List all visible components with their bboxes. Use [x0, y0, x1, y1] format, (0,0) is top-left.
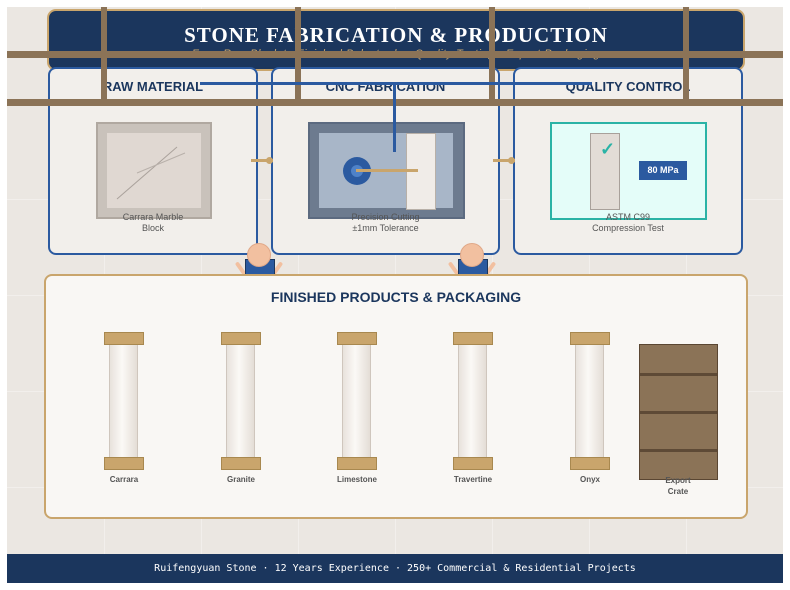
baluster-shaft	[575, 344, 604, 459]
stage-title: RAW MATERIAL	[102, 79, 204, 94]
crane-rail	[200, 82, 592, 85]
baluster-base	[221, 457, 261, 470]
baluster-top-cap	[570, 332, 610, 345]
baluster-limestone: Limestone	[337, 332, 377, 484]
strength-badge: 80 MPa	[639, 161, 687, 180]
baluster-base	[337, 457, 377, 470]
stage-quality-control: QUALITY CONTROL ✓ 80 MPa ASTM C99 Compre…	[513, 67, 743, 255]
crate-slat	[640, 411, 717, 414]
page-title: STONE FABRICATION & PRODUCTION	[184, 23, 608, 47]
baluster-label: Carrara	[109, 475, 139, 484]
baluster-label: Travertine	[453, 475, 493, 484]
cnc-machine-illustration	[308, 122, 465, 219]
baluster-shaft	[226, 344, 255, 459]
baluster-top-cap	[337, 332, 377, 345]
header-banner: STONE FABRICATION & PRODUCTION From Raw …	[47, 9, 745, 71]
worker-head	[247, 243, 271, 267]
crate-label: Export Crate	[628, 475, 728, 497]
flow-connector-dot	[266, 157, 273, 164]
test-sample	[590, 133, 620, 210]
marble-block-illustration	[96, 122, 212, 219]
flow-connector	[251, 159, 273, 162]
gantry-beam	[7, 51, 783, 58]
stage-caption: Precision Cutting ±1mm Tolerance	[273, 212, 498, 234]
diagram-canvas: STONE FABRICATION & PRODUCTION From Raw …	[7, 7, 783, 583]
export-crate-illustration	[639, 344, 718, 480]
stage-title: QUALITY CONTROL	[565, 79, 691, 94]
footer-banner: Ruifengyuan Stone · 12 Years Experience …	[7, 554, 783, 583]
baluster-top-cap	[453, 332, 493, 345]
finished-products-panel: FINISHED PRODUCTS & PACKAGING Carrara Gr…	[44, 274, 748, 519]
stage-caption: Carrara Marble Block	[50, 212, 256, 234]
baluster-label: Granite	[226, 475, 255, 484]
baluster-onyx: Onyx	[570, 332, 610, 484]
checkmark-icon: ✓	[600, 139, 616, 159]
gantry-post	[489, 7, 495, 100]
caption-line: Compression Test	[592, 223, 664, 233]
baluster-top-cap	[104, 332, 144, 345]
baluster-label: Onyx	[579, 475, 600, 484]
compression-test-illustration: ✓ 80 MPa	[550, 122, 707, 220]
baluster-base	[104, 457, 144, 470]
caption-line: Carrara Marble	[122, 212, 184, 222]
baluster-top-cap	[221, 332, 261, 345]
crane-hoist-cable	[393, 83, 396, 152]
gantry-post	[295, 7, 301, 100]
baluster-shaft	[109, 344, 138, 459]
baluster-shaft	[342, 344, 371, 459]
caption-line: Block	[141, 223, 164, 233]
stage-cnc-fabrication: CNC FABRICATION Precision Cutting ±1mm T…	[271, 67, 500, 255]
flow-connector	[493, 159, 515, 162]
marble-vein-lines	[116, 146, 186, 200]
caption-line: ASTM C99	[605, 212, 650, 222]
flow-connector-dot	[508, 157, 515, 164]
crate-label-line: Crate	[667, 487, 689, 496]
gantry-post	[101, 7, 107, 100]
baluster-carrara: Carrara	[104, 332, 144, 484]
cutting-tool	[356, 169, 418, 172]
baluster-base	[570, 457, 610, 470]
caption-line: ±1mm Tolerance	[352, 223, 419, 233]
baluster-base	[453, 457, 493, 470]
crate-slat	[640, 449, 717, 452]
caption-line: Precision Cutting	[351, 212, 420, 222]
stage-raw-material: RAW MATERIAL Carrara Marble Block	[48, 67, 258, 255]
marble-block-face	[107, 133, 201, 208]
stage-caption: ASTM C99 Compression Test	[515, 212, 741, 234]
worker-head	[460, 243, 484, 267]
baluster-label: Limestone	[336, 475, 377, 484]
crate-slat	[640, 373, 717, 376]
baluster-granite: Granite	[221, 332, 261, 484]
gantry-post	[683, 7, 689, 100]
crate-label-line: Export	[665, 476, 691, 485]
baluster-travertine: Travertine	[453, 332, 493, 484]
footer-text: Ruifengyuan Stone · 12 Years Experience …	[154, 563, 636, 574]
products-title: FINISHED PRODUCTS & PACKAGING	[270, 289, 522, 305]
baluster-shaft	[458, 344, 487, 459]
